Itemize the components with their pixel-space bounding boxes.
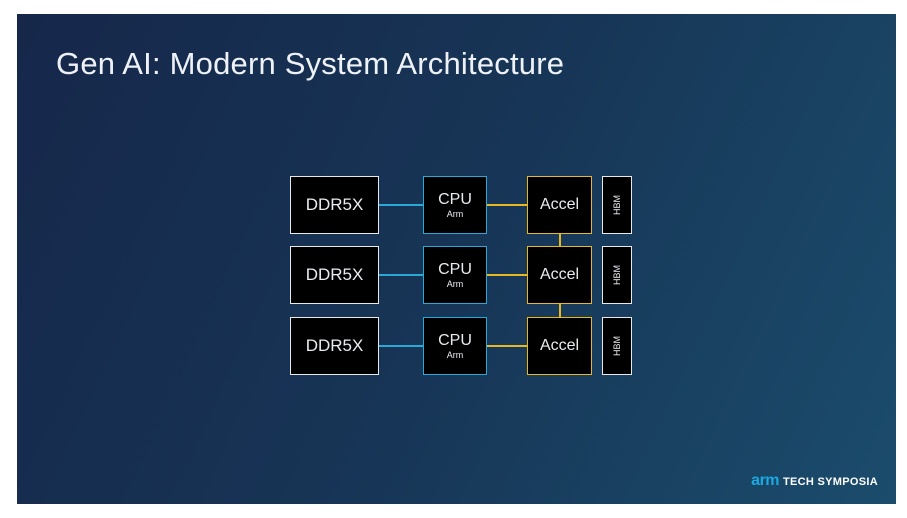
accel-box: Accel: [527, 317, 592, 375]
event-name: TECH SYMPOSIA: [783, 476, 878, 488]
hbm-label: HBM: [612, 265, 622, 285]
cpu-accel-link: [487, 345, 527, 347]
cpu-accel-link: [487, 274, 527, 276]
accel-interconnect: [559, 304, 561, 317]
ddr5x-memory-box: DDR5X: [290, 317, 379, 375]
architecture-diagram: DDR5X CPU Arm Accel HBM DDR5X CPU Arm Ac…: [17, 14, 896, 504]
cpu-label: CPU: [438, 260, 472, 278]
ddr-cpu-link: [379, 274, 423, 276]
ddr5x-memory-box: DDR5X: [290, 246, 379, 304]
memory-label: DDR5X: [305, 195, 364, 214]
hbm-box: HBM: [602, 176, 632, 234]
accel-box: Accel: [527, 176, 592, 234]
slide-title: Gen AI: Modern System Architecture: [56, 46, 565, 81]
ddr-cpu-link: [379, 204, 423, 206]
ddr5x-memory-box: DDR5X: [290, 176, 379, 234]
cpu-box: CPU Arm: [423, 176, 487, 234]
accel-label: Accel: [539, 266, 580, 283]
ddr-cpu-link: [379, 345, 423, 347]
slide: Gen AI: Modern System Architecture DDR5X…: [17, 14, 896, 504]
hbm-box: HBM: [602, 317, 632, 375]
cpu-sub-label: Arm: [446, 349, 464, 360]
accel-label: Accel: [539, 196, 580, 213]
memory-label: DDR5X: [305, 336, 364, 355]
cpu-sub-label: Arm: [446, 208, 464, 219]
cpu-label: CPU: [438, 331, 472, 349]
cpu-label: CPU: [438, 190, 472, 208]
hbm-label: HBM: [612, 195, 622, 215]
arm-tech-symposia-logo: arm TECH SYMPOSIA: [751, 472, 878, 490]
cpu-box: CPU Arm: [423, 317, 487, 375]
accel-box: Accel: [527, 246, 592, 304]
cpu-box: CPU Arm: [423, 246, 487, 304]
memory-label: DDR5X: [305, 265, 364, 284]
accel-label: Accel: [539, 337, 580, 354]
arm-wordmark: arm: [751, 472, 780, 489]
cpu-sub-label: Arm: [446, 278, 464, 289]
accel-interconnect: [559, 234, 561, 246]
hbm-box: HBM: [602, 246, 632, 304]
cpu-accel-link: [487, 204, 527, 206]
hbm-label: HBM: [612, 336, 622, 356]
